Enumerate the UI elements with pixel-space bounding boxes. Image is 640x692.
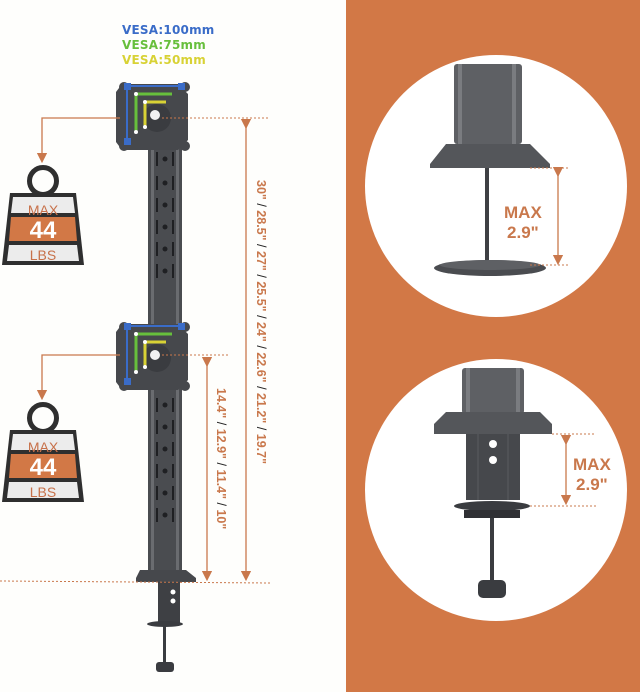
base-collar (136, 570, 196, 582)
clamp-knob (156, 662, 174, 672)
clamp-collar (434, 412, 552, 434)
grommet-collar (430, 144, 550, 168)
top-vesa-plate (116, 82, 190, 151)
weight-capacity-badge-bottom: MAX 44 LBS (0, 402, 86, 506)
clamp-knob-icon (478, 580, 506, 598)
clamp-detail-illustrations (430, 64, 596, 598)
grommet-pole (454, 64, 522, 144)
bottom-vesa-plate (116, 322, 190, 391)
grommet-bolt (485, 168, 489, 264)
clamp-pressure-plate (454, 501, 530, 511)
weight-capacity-badge-top: MAX 44 LBS (0, 165, 86, 269)
clamp-max-thickness: MAX 2.9" (573, 455, 611, 494)
vesa-100-label: VESA:100mm (122, 23, 215, 37)
monitor-pole-diagram (0, 82, 271, 672)
grommet-max-thickness: MAX 2.9" (504, 203, 542, 242)
clamp-screw (490, 518, 494, 586)
vesa-75-label: VESA:75mm (122, 38, 206, 52)
top-mount-height-range: 30" / 28.5" / 27" / 25.5" / 24" / 22.6" … (254, 180, 268, 465)
bottom-mount-height-range: 14.4" / 12.9" / 11.4" / 10" (214, 388, 228, 530)
clamp-body (158, 582, 180, 624)
clamp-pole (462, 368, 524, 414)
vesa-50-label: VESA:50mm (122, 53, 206, 67)
